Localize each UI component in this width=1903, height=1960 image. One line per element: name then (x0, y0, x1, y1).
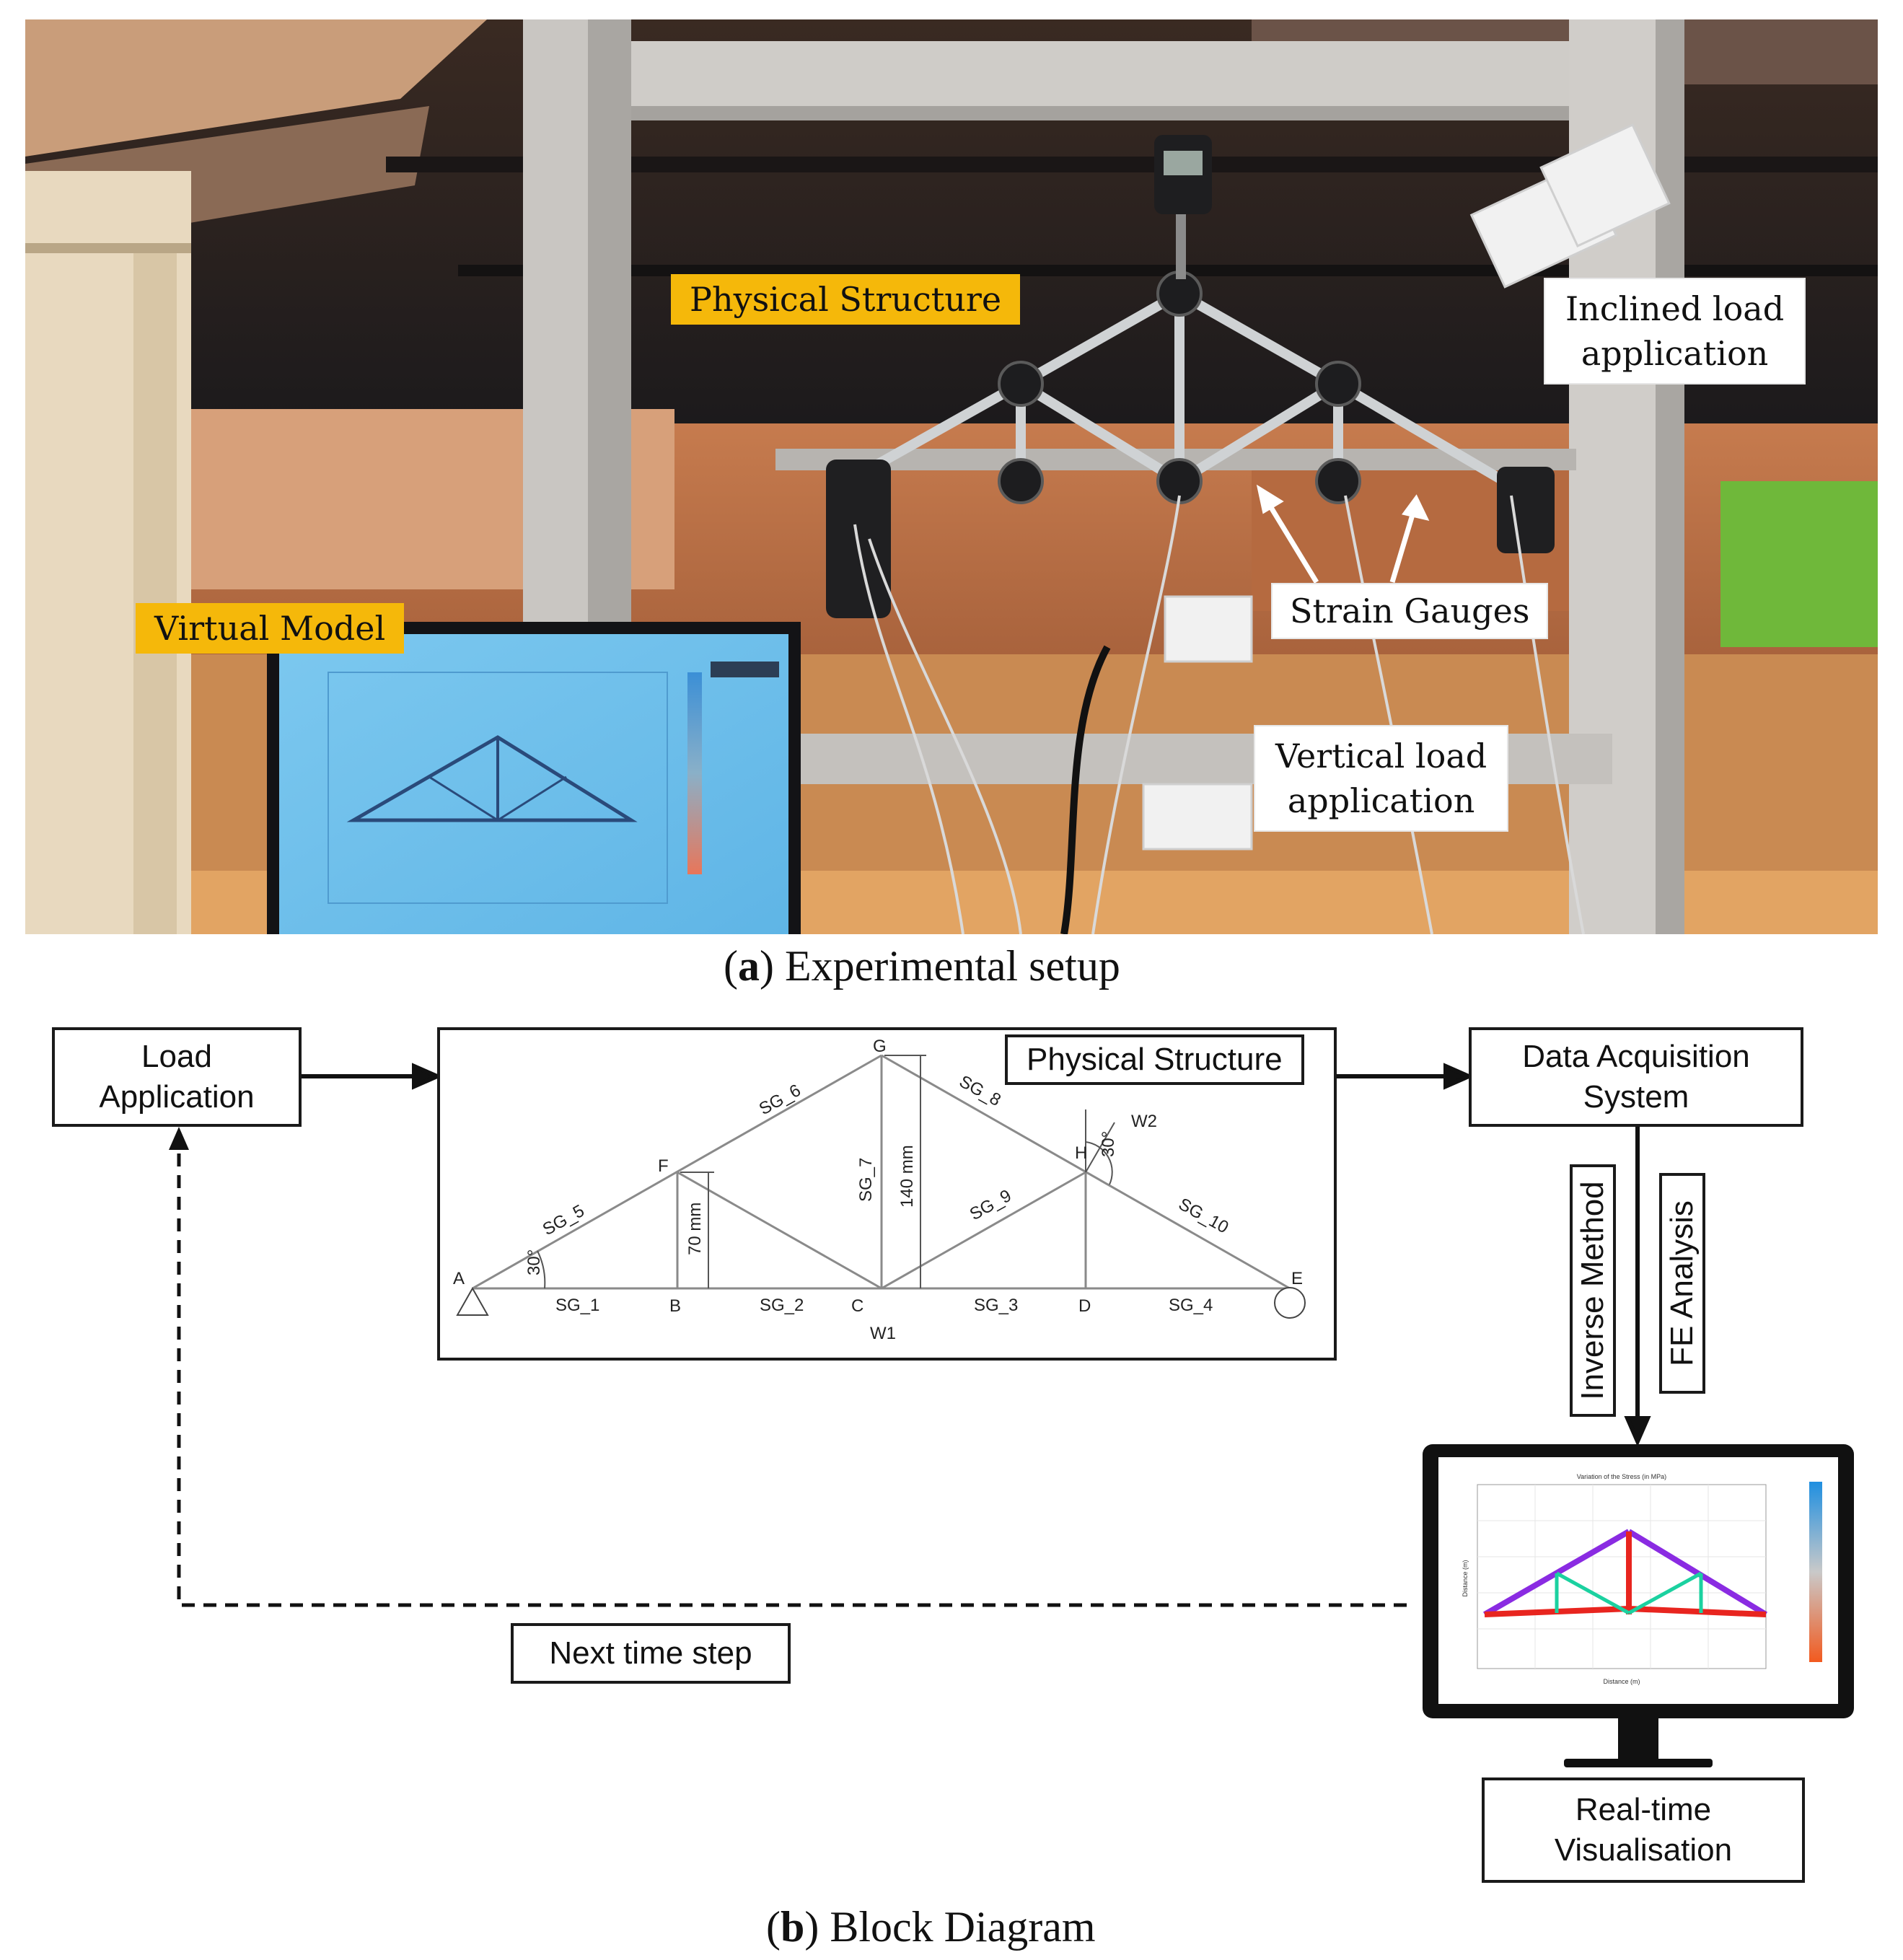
inverse-method-box: Inverse Method (1570, 1164, 1616, 1417)
sg5-label: SG_5 (540, 1201, 588, 1239)
node-b-label: B (669, 1296, 681, 1316)
load-application-box: Load Application (52, 1027, 302, 1127)
vertical-load-line2: application (1287, 781, 1475, 820)
w2-label: W2 (1131, 1112, 1157, 1131)
arrowhead-load-to-structure (412, 1063, 443, 1090)
sg4-label: SG_4 (1169, 1296, 1213, 1315)
caption-a-text: Experimental setup (773, 942, 1120, 990)
physical-structure-box-title: Physical Structure (1005, 1034, 1304, 1085)
monitor-graphic: Variation of the Stress (in MPa) Distanc… (1423, 1444, 1854, 1767)
monitor-plot-title: Variation of the Stress (in MPa) (1577, 1473, 1666, 1480)
sg3-label: SG_3 (974, 1296, 1018, 1315)
virtual-model-label: Virtual Model (136, 603, 405, 654)
node-d-label: D (1078, 1296, 1091, 1316)
angle-30-label-a: 30° (524, 1249, 544, 1275)
realtime-visualisation-box: Real-time Visualisation (1482, 1777, 1805, 1883)
realtime-line2: Visualisation (1554, 1832, 1733, 1868)
next-time-step-box: Next time step (511, 1623, 791, 1684)
sg10-label: SG_10 (1175, 1195, 1231, 1238)
lab-photo-illustration (25, 19, 1878, 934)
load-application-line2: Application (99, 1079, 255, 1115)
inclined-load-label: Inclined load application (1544, 278, 1806, 384)
inclined-load-line1: Inclined load (1565, 289, 1785, 328)
left-top-chord (472, 1054, 882, 1290)
experimental-setup-photo (25, 19, 1878, 934)
physical-structure-label: Physical Structure (671, 274, 1021, 325)
monitor-plot-xlabel: Distance (m) (1603, 1678, 1640, 1685)
arrowhead-feedback (169, 1127, 189, 1150)
vertical-load-line1: Vertical load (1275, 737, 1487, 775)
angle-30-label-h: 30° (1099, 1131, 1118, 1157)
fe-analysis-box: FE Analysis (1659, 1173, 1705, 1394)
roller-support-icon (1274, 1287, 1306, 1319)
pin-support-icon (456, 1286, 489, 1316)
strain-gauges-label: Strain Gauges (1271, 583, 1549, 639)
w1-label: W1 (870, 1324, 896, 1343)
data-acquisition-box: Data Acquisition System (1469, 1027, 1803, 1127)
arrowhead-daq-to-monitor (1624, 1416, 1651, 1447)
node-h-label: H (1075, 1143, 1087, 1163)
fe-analysis-label: FE Analysis (1664, 1200, 1700, 1366)
caption-b-text: Block Diagram (819, 1903, 1096, 1951)
member-fc (677, 1171, 882, 1290)
node-e-label: E (1291, 1269, 1303, 1288)
sg1-label: SG_1 (555, 1296, 599, 1315)
sg9-label: SG_9 (967, 1186, 1015, 1224)
member-ch (881, 1171, 1086, 1290)
sg7-label: SG_7 (856, 1158, 876, 1202)
monitor-plot-ylabel: Distance (m) (1462, 1560, 1469, 1596)
sg2-label: SG_2 (760, 1296, 804, 1315)
dim-70mm-label: 70 mm (685, 1203, 705, 1255)
arrowhead-structure-to-daq (1443, 1063, 1475, 1090)
daq-line1: Data Acquisition (1522, 1039, 1750, 1074)
caption-a-letter: a (737, 942, 760, 990)
caption-b-letter: b (780, 1903, 805, 1951)
inclined-load-line2: application (1581, 334, 1769, 373)
daq-line2: System (1583, 1079, 1689, 1115)
node-g-label: G (873, 1037, 887, 1056)
caption-a: (a) Experimental setup (724, 942, 1120, 990)
sg8-label: SG_8 (956, 1072, 1004, 1110)
physical-structure-box: A B C D E F G H SG_1 SG_2 SG_3 SG_4 SG_5… (437, 1027, 1337, 1361)
inverse-method-label: Inverse Method (1575, 1181, 1610, 1400)
caption-b: (b) Block Diagram (766, 1903, 1096, 1951)
dim-140mm-label: 140 mm (897, 1145, 917, 1208)
realtime-line1: Real-time (1575, 1792, 1712, 1827)
node-c-label: C (851, 1296, 863, 1316)
node-a-label: A (453, 1269, 465, 1288)
node-f-label: F (658, 1156, 669, 1176)
truss-drawing: A B C D E F G H SG_1 SG_2 SG_3 SG_4 SG_5… (453, 1037, 1306, 1343)
load-application-line1: Load (141, 1039, 212, 1074)
monitor-icon: Variation of the Stress (in MPa) Distanc… (1420, 1441, 1857, 1783)
vertical-load-label: Vertical load application (1254, 725, 1509, 832)
